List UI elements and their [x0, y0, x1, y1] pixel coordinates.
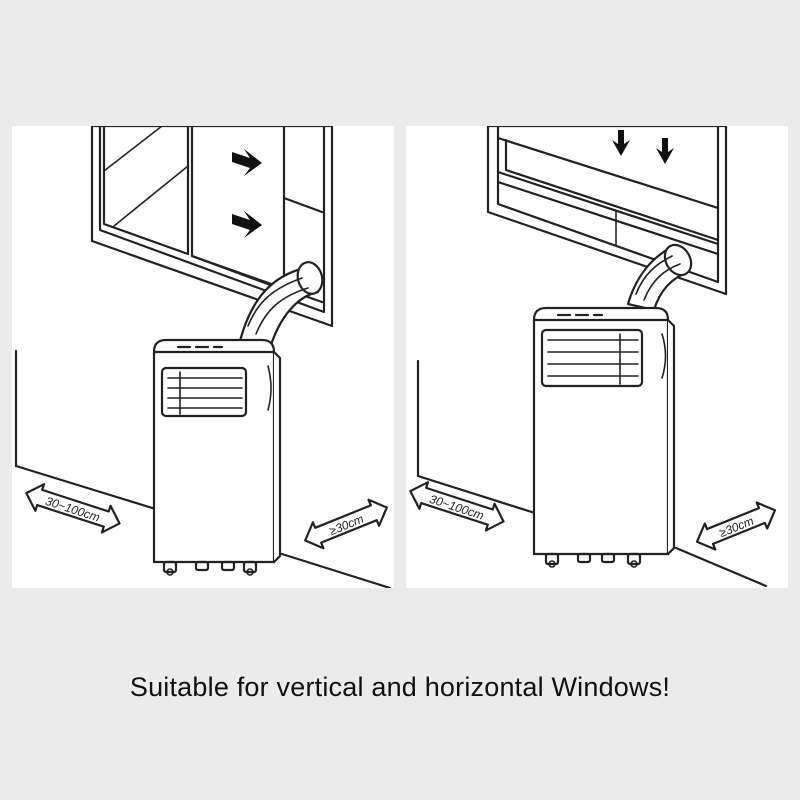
dimension-wall-clearance: 30~100cm — [25, 483, 121, 534]
dimension-wall-clearance: 30~100cm — [409, 481, 505, 532]
caption-text: Suitable for vertical and horizontal Win… — [129, 672, 671, 702]
installation-diagram-vertical-window: 30~100cm ≥30cm — [12, 126, 394, 588]
exhaust-hose — [238, 261, 324, 350]
floor-line-right — [674, 546, 768, 588]
window-frame — [90, 126, 334, 328]
floor-line-back — [416, 474, 540, 516]
air-conditioner-unit — [152, 338, 282, 576]
diagram-right-svg: 30~100cm ≥30cm — [409, 126, 777, 588]
dimension-side-clearance: ≥30cm — [304, 498, 388, 550]
arrow-down-icon — [612, 130, 674, 164]
installation-diagram-horizontal-window: 30~100cm ≥30cm — [406, 126, 788, 588]
air-conditioner-unit — [532, 306, 676, 568]
dim-label-wall: 30~100cm — [428, 492, 486, 523]
floor-line-back — [14, 464, 164, 513]
floor-line-right — [280, 552, 392, 588]
dimension-side-clearance: ≥30cm — [695, 501, 777, 551]
exhaust-hose — [626, 243, 693, 312]
arrow-right-icon — [232, 149, 262, 238]
dim-label-wall: 30~100cm — [44, 494, 102, 525]
diagram-left-svg: 30~100cm ≥30cm — [14, 126, 392, 588]
